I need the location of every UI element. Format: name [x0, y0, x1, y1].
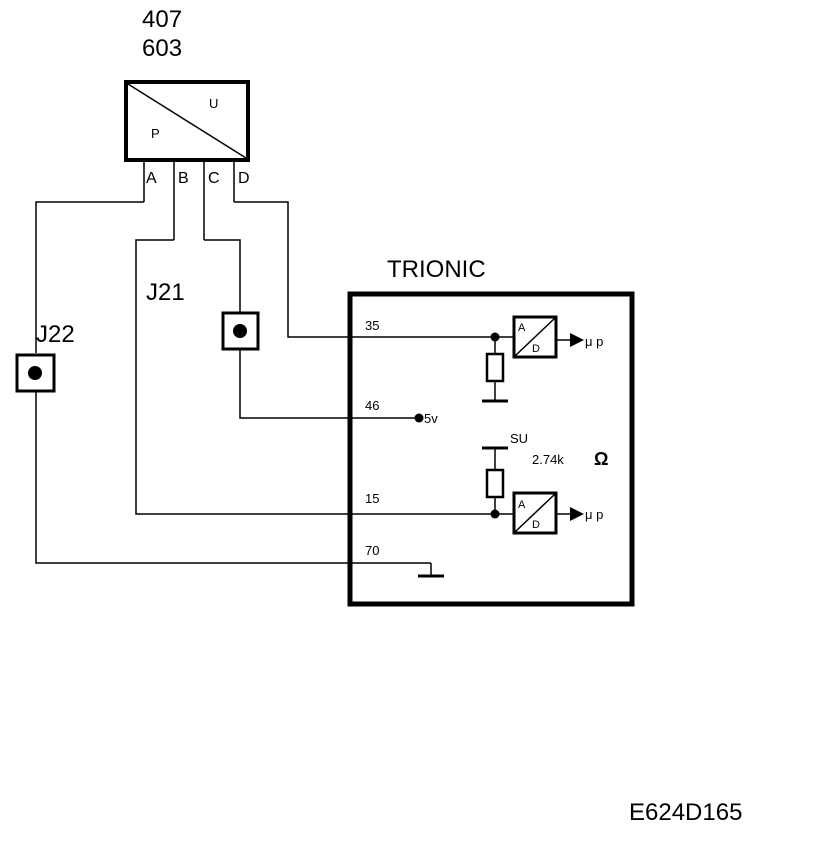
connector-j22-label: J22	[36, 321, 75, 348]
adc-2-diagonal	[514, 493, 556, 533]
adc-2-label-d: D	[532, 519, 540, 531]
adc-2-label-a: A	[518, 499, 526, 511]
ecu-pin-70: 70	[365, 543, 379, 558]
supply-node	[414, 413, 424, 423]
pin-label-b: B	[178, 170, 189, 187]
ecu-pin-35: 35	[365, 318, 379, 333]
trionic-ecu-box	[347, 291, 635, 607]
wire-b	[135, 239, 350, 515]
connector-j21	[221, 311, 260, 351]
figure-code: E624D165	[629, 799, 742, 826]
arrow-icon	[570, 333, 584, 347]
pin-label-d: D	[238, 170, 250, 187]
connector-j22-dot	[28, 366, 42, 380]
adc-1-diagonal	[514, 317, 556, 357]
adc-1-label-d: D	[532, 343, 540, 355]
ecu-pin-46: 46	[365, 398, 379, 413]
wire-a-upper	[35, 201, 144, 353]
sensor-diagonal	[127, 83, 247, 159]
pin-label-a: A	[146, 170, 157, 187]
supply-label: 5v	[424, 411, 438, 426]
ohm-icon: Ω	[594, 449, 608, 469]
adc-2-output-label: μ p	[585, 507, 603, 522]
wire-c-upper	[204, 239, 241, 313]
switch-label: SU	[510, 431, 528, 446]
adc-1-output-label: μ p	[585, 334, 603, 349]
wire-c-lower	[239, 349, 350, 419]
pull-down-resistor	[485, 352, 505, 383]
sensor-label-u: U	[209, 96, 218, 111]
sensor-label-p: P	[151, 126, 160, 141]
pin-label-c: C	[208, 170, 220, 187]
resistor-value: 2.74k	[532, 452, 564, 467]
connector-j21-label: J21	[146, 279, 185, 306]
connector-j21-dot	[233, 324, 247, 338]
wire-a-lower	[35, 392, 350, 564]
arrow-icon	[570, 507, 584, 521]
sensor-code-1: 407	[142, 6, 182, 33]
wire-d	[234, 201, 350, 338]
ecu-title: TRIONIC	[387, 256, 486, 283]
ecu-pin-15: 15	[365, 491, 379, 506]
adc-1-label-a: A	[518, 322, 526, 334]
pull-up-resistor	[485, 468, 505, 499]
pressure-sensor-box	[124, 80, 250, 162]
pin-15-junction	[490, 509, 500, 519]
sensor-code-2: 603	[142, 35, 182, 62]
